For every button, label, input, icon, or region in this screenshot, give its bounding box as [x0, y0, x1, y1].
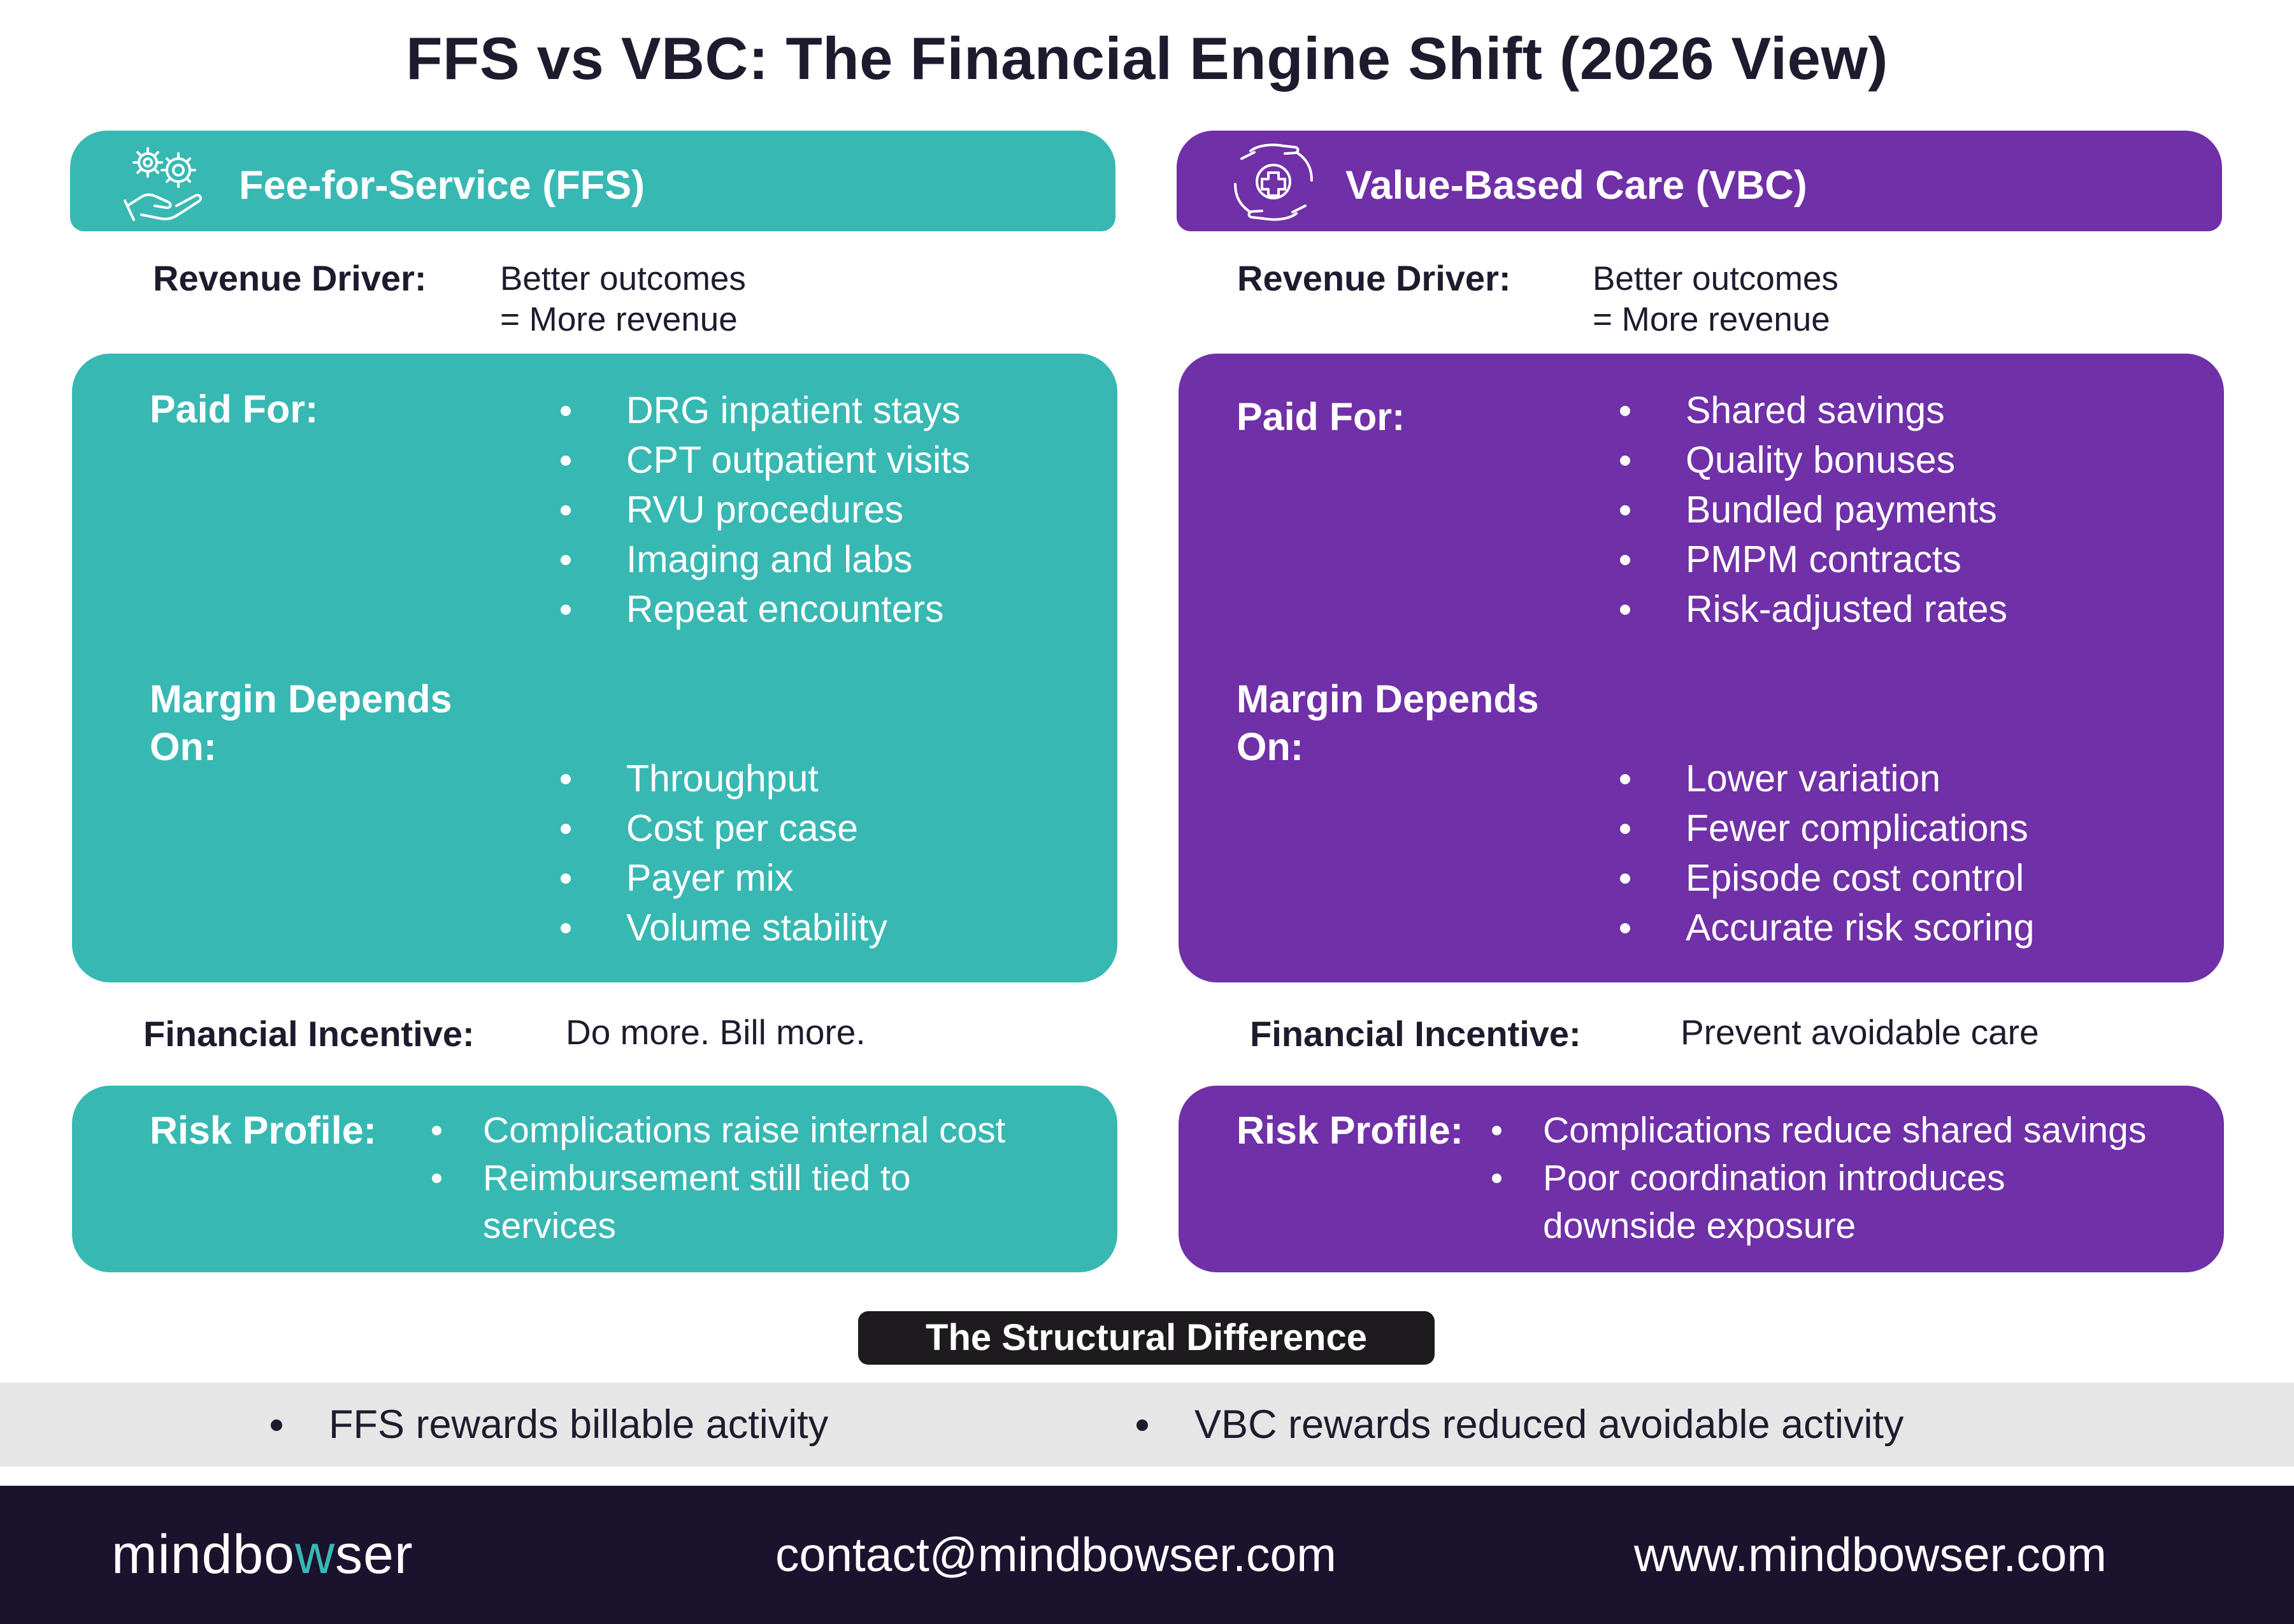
ffs-margin-list: Throughput Cost per case Payer mix Volum… [561, 754, 887, 952]
vbc-revenue-driver-line1: Better outcomes [1593, 260, 1839, 298]
vbc-revenue-driver-line2: = More revenue [1593, 301, 1830, 338]
page-title: FFS vs VBC: The Financial Engine Shift (… [406, 25, 1888, 92]
contact-email-link[interactable]: contact@mindbowser.com [775, 1528, 1337, 1581]
vbc-header-label: Value-Based Care (VBC) [1345, 163, 1807, 208]
ffs-header-label: Fee-for-Service (FFS) [239, 163, 645, 208]
list-item: PMPM contracts [1620, 535, 2007, 584]
vbc-header: Value-Based Care (VBC) [1177, 131, 2222, 231]
vbc-main-panel: Paid For: Shared savings Quality bonuses… [1179, 354, 2224, 982]
gears-hand-icon [124, 147, 202, 221]
list-item: Throughput [561, 754, 887, 803]
vbc-paid-for-list: Shared savings Quality bonuses Bundled p… [1620, 385, 2007, 634]
vbc-margin-label-line2: On: [1237, 725, 1304, 768]
list-item: DRG inpatient stays [561, 385, 970, 435]
ffs-margin-label-line1: Margin Depends [150, 677, 452, 721]
ffs-risk-list: Complications raise internal cost Reimbu… [432, 1107, 1094, 1250]
logo-text-accent: w [295, 1524, 336, 1585]
vbc-margin-label-line1: Margin Depends [1237, 677, 1539, 721]
ffs-margin-label: Margin Depends On: [150, 675, 452, 771]
footer: mindbowser contact@mindbowser.com www.mi… [0, 1486, 2294, 1624]
list-item: Reimbursement still tied to services [432, 1154, 967, 1250]
logo-text-start: mindbo [111, 1524, 296, 1585]
list-item: Complications raise internal cost [432, 1107, 1094, 1154]
ffs-incentive-label: Financial Incentive: [143, 1014, 475, 1054]
vbc-revenue-driver-label: Revenue Driver: [1237, 258, 1511, 298]
list-item: Poor coordination introduces downside ex… [1492, 1154, 2116, 1250]
list-item: Repeat encounters [561, 584, 970, 634]
vbc-risk-panel: Risk Profile: Complications reduce share… [1179, 1086, 2224, 1272]
ffs-risk-label: Risk Profile: [150, 1109, 376, 1152]
hands-medical-cross-icon [1234, 143, 1313, 221]
logo-text-end: ser [335, 1524, 413, 1585]
list-item: Bundled payments [1620, 485, 2007, 535]
ffs-revenue-driver-line1: Better outcomes [500, 260, 746, 298]
structural-item-ffs: FFS rewards billable activity [271, 1383, 828, 1467]
ffs-revenue-driver-label: Revenue Driver: [153, 258, 427, 298]
list-item: Cost per case [561, 803, 887, 853]
list-item: Volume stability [561, 903, 887, 952]
ffs-header: Fee-for-Service (FFS) [70, 131, 1115, 231]
structural-difference-heading: The Structural Difference [858, 1311, 1435, 1365]
ffs-paid-for-label: Paid For: [150, 387, 319, 431]
list-item: Risk-adjusted rates [1620, 584, 2007, 634]
mindbowser-logo[interactable]: mindbowser [111, 1486, 413, 1624]
vbc-risk-label: Risk Profile: [1237, 1109, 1463, 1152]
structural-difference-band: FFS rewards billable activity VBC reward… [0, 1383, 2294, 1467]
ffs-risk-panel: Risk Profile: Complications raise intern… [72, 1086, 1117, 1272]
list-item: Shared savings [1620, 385, 2007, 435]
list-item: Quality bonuses [1620, 435, 2007, 485]
list-item: Imaging and labs [561, 535, 970, 584]
vbc-risk-list: Complications reduce shared savings Poor… [1492, 1107, 2205, 1250]
ffs-incentive-value: Do more. Bill more. [566, 1012, 866, 1052]
list-item: CPT outpatient visits [561, 435, 970, 485]
list-item: Payer mix [561, 853, 887, 903]
list-item: Lower variation [1620, 754, 2035, 803]
vbc-paid-for-label: Paid For: [1237, 395, 1405, 438]
vbc-margin-list: Lower variation Fewer complications Epis… [1620, 754, 2035, 952]
ffs-main-panel: Paid For: DRG inpatient stays CPT outpat… [72, 354, 1117, 982]
vbc-incentive-label: Financial Incentive: [1250, 1014, 1581, 1054]
ffs-paid-for-list: DRG inpatient stays CPT outpatient visit… [561, 385, 970, 634]
ffs-margin-label-line2: On: [150, 725, 217, 768]
list-item: Complications reduce shared savings [1492, 1107, 2205, 1154]
list-item: Fewer complications [1620, 803, 2035, 853]
list-item: RVU procedures [561, 485, 970, 535]
ffs-revenue-driver-line2: = More revenue [500, 301, 738, 338]
list-item: Accurate risk scoring [1620, 903, 2035, 952]
vbc-margin-label: Margin Depends On: [1237, 675, 1539, 771]
list-item: Episode cost control [1620, 853, 2035, 903]
structural-item-vbc: VBC rewards reduced avoidable activity [1136, 1383, 1904, 1467]
website-link[interactable]: www.mindbowser.com [1634, 1528, 2107, 1581]
vbc-incentive-value: Prevent avoidable care [1681, 1012, 2039, 1052]
